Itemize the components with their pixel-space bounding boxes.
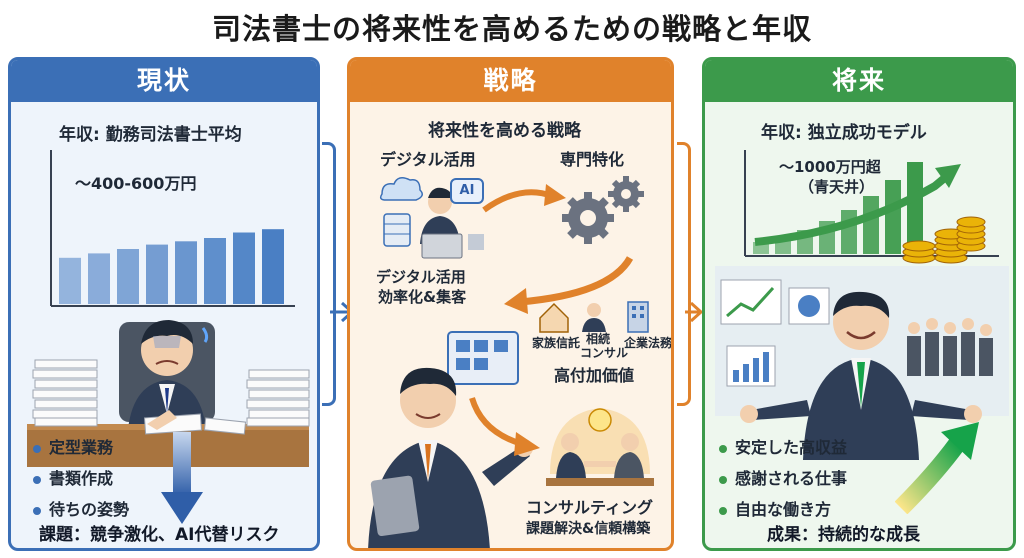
- chart-bar: [175, 241, 197, 304]
- consulting-illustration: [546, 408, 654, 486]
- field-icons: [539, 301, 649, 333]
- specialize-label: 専門特化: [560, 150, 625, 169]
- future-footer: 成果：持続的な成長: [767, 525, 920, 545]
- current-bullet: 定型業務: [33, 434, 129, 458]
- future-value-line2: （青天井）: [799, 178, 875, 196]
- main-title: 司法書士の将来性を高めるための戦略と年収: [211, 12, 812, 46]
- bullet-dot-icon: [719, 475, 727, 484]
- digital-effect-line1: デジタル活用: [376, 268, 466, 286]
- consult-title: コンサルティング: [526, 498, 654, 517]
- chart-bar: [262, 229, 284, 304]
- chart-bar: [59, 257, 81, 304]
- coins-icon: [902, 216, 986, 264]
- digital-worker-illustration: [379, 177, 484, 259]
- future-bullet: 安定した高収益: [719, 434, 847, 458]
- presenter-illustration: [368, 331, 533, 548]
- bullet-dot-icon: [719, 444, 727, 453]
- chart-bar: [885, 180, 901, 254]
- future-income-label: 年収: 独立成功モデル: [761, 123, 927, 143]
- bracket-connector: [322, 142, 336, 406]
- bullet-dot-icon: [33, 444, 41, 453]
- consult-subtitle: 課題解決&信頼構築: [526, 521, 651, 537]
- current-footer: 課題：競争激化、AI代替リスク: [39, 525, 280, 545]
- future-income-chart: [744, 150, 999, 257]
- arrow-right-icon: [685, 301, 704, 323]
- field-inherit-2: コンサル: [580, 346, 629, 360]
- future-bullets: 安定した高収益 感謝される仕事 自由な働き方: [719, 434, 847, 527]
- ai-badge: AI: [450, 178, 484, 204]
- chart-bar: [204, 238, 226, 304]
- digital-label: デジタル活用: [380, 150, 476, 169]
- chart-bar: [117, 249, 139, 304]
- success-office-illustration: [715, 266, 1009, 460]
- strategy-panel: 戦略 将来性を高める戦略 デジタル活用 専門特化 AI: [347, 57, 674, 551]
- current-income-value: ～400-600万円: [75, 174, 197, 193]
- chart-bar: [841, 210, 857, 254]
- chart-bar: [146, 244, 168, 304]
- future-bullet: 感謝される仕事: [719, 465, 847, 489]
- chart-bar: [863, 196, 879, 254]
- chart-bar: [88, 253, 110, 304]
- digital-effect-line2: 効率化&集客: [378, 288, 467, 306]
- future-panel: 将来 年収: 独立成功モデル ～1000万円超 （青天井）: [702, 57, 1016, 551]
- future-value-line1: ～1000万円超: [779, 158, 881, 176]
- flow-arrow-icon: [469, 397, 540, 456]
- bullet-dot-icon: [33, 475, 41, 484]
- current-income-label: 年収: 勤務司法書士平均: [59, 125, 242, 145]
- strategy-subtitle: 将来性を高める戦略: [428, 121, 581, 141]
- future-bullet: 自由な働き方: [719, 496, 847, 520]
- current-header: 現状: [11, 60, 317, 102]
- current-panel: 現状 年収: 勤務司法書士平均 ～400-600万円: [8, 57, 320, 551]
- growth-arrow-icon: [895, 422, 979, 514]
- flow-arrow-icon: [482, 184, 566, 213]
- value-label: 高付加価値: [554, 366, 635, 385]
- current-income-chart: [50, 150, 295, 307]
- strategy-header: 戦略: [350, 60, 671, 102]
- field-family: 家族信託: [532, 336, 581, 350]
- gears-icon: [562, 176, 644, 244]
- current-bullet: 待ちの姿勢: [33, 496, 129, 520]
- bracket-connector: [677, 142, 691, 406]
- current-bullets: 定型業務 書類作成 待ちの姿勢: [33, 434, 129, 527]
- current-bullet: 書類作成: [33, 465, 129, 489]
- worried-worker-illustration: [27, 320, 310, 467]
- flow-arrow-icon: [504, 256, 634, 314]
- future-header: 将来: [705, 60, 1013, 102]
- field-inherit-1: 相続: [586, 332, 611, 346]
- bullet-dot-icon: [33, 506, 41, 515]
- down-arrow-icon: [161, 432, 203, 524]
- field-corporate: 企業法務: [624, 336, 673, 350]
- chart-bar: [233, 232, 255, 304]
- chart-bar: [907, 162, 923, 254]
- bullet-dot-icon: [719, 506, 727, 515]
